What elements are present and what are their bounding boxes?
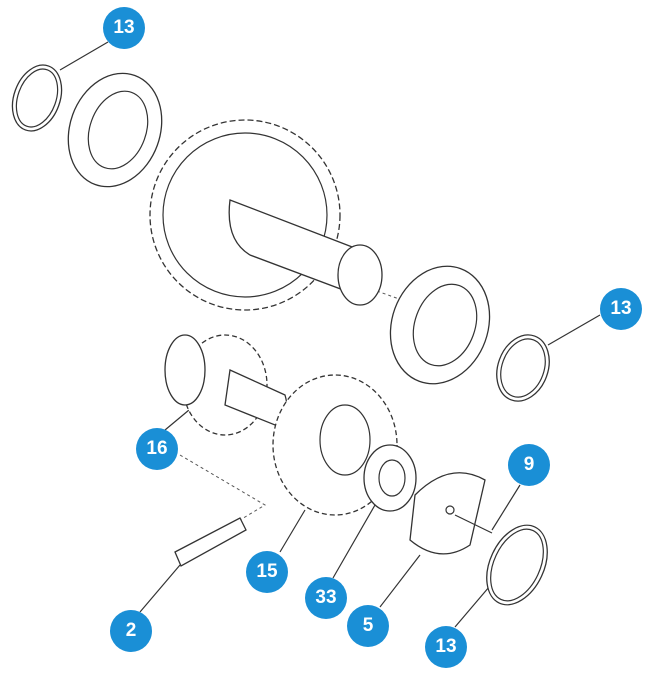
callout-15: 15 <box>246 551 288 593</box>
callout-2: 2 <box>110 610 152 652</box>
o-ring-bottom <box>486 524 548 606</box>
o-ring-top <box>11 64 63 132</box>
cover-plate <box>409 472 493 555</box>
callout-13: 13 <box>600 288 642 330</box>
callout-13: 13 <box>425 626 467 668</box>
key <box>174 517 247 567</box>
callout-13: 13 <box>103 7 145 49</box>
callout-16: 16 <box>136 428 178 470</box>
o-ring-right <box>496 334 550 402</box>
small-gear <box>164 334 288 436</box>
bearing-33 <box>363 444 417 512</box>
bearing-right <box>389 265 491 385</box>
main-gear-shaft <box>149 119 383 311</box>
callout-9: 9 <box>508 444 550 486</box>
bearing-top <box>67 72 163 188</box>
callout-33: 33 <box>305 577 347 619</box>
callout-5: 5 <box>347 605 389 647</box>
